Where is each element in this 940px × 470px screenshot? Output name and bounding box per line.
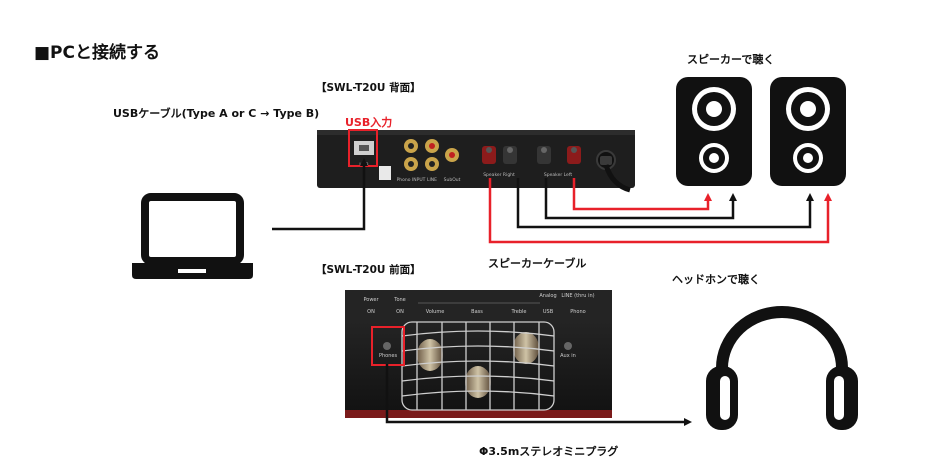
front-panel-device: Power ON Tone ON Volume Bass Treble Anal… xyxy=(345,290,612,418)
front-view-label: 【SWL-T20U 前面】 xyxy=(316,264,421,276)
front-treble-label: Treble xyxy=(511,309,527,315)
headphone-cable-line xyxy=(385,364,692,426)
speaker-terminals xyxy=(482,146,581,164)
usb-cable-label: USBケーブル(Type A or C → Type B) xyxy=(113,107,320,120)
front-bass-label: Bass xyxy=(471,309,483,315)
front-tone-label: Tone xyxy=(393,297,406,303)
rear-speaker-right-label: Speaker Right xyxy=(483,172,515,178)
tube-cage xyxy=(401,321,555,411)
rear-view-label: 【SWL-T20U 背面】 xyxy=(316,82,421,94)
speaker-left-icon xyxy=(676,77,752,186)
speaker-cable-lines xyxy=(488,178,832,244)
front-analog-label: Analog xyxy=(539,293,556,299)
rear-phono-port-label: Phono INPUT xyxy=(397,177,426,183)
front-tone-state: ON xyxy=(396,309,404,315)
laptop-icon xyxy=(132,193,253,279)
front-power-state: ON xyxy=(367,309,375,315)
headphone-listen-label: ヘッドホンで聴く xyxy=(672,273,760,286)
front-aux-label: Aux in xyxy=(560,353,576,359)
usb-input-label: USB入力 xyxy=(345,116,393,129)
speaker-cable-label: スピーカーケーブル xyxy=(488,257,587,270)
headphones-icon xyxy=(706,306,858,430)
rear-speaker-left-label: Speaker Left xyxy=(544,172,572,178)
usb-cable-line xyxy=(272,158,368,231)
front-usb-label: USB xyxy=(543,309,554,315)
page-title: ■PCと接続する xyxy=(34,43,160,63)
rca-jacks xyxy=(404,139,459,171)
mini-plug-label: Φ3.5mステレオミニプラグ xyxy=(479,445,619,458)
front-volume-label: Volume xyxy=(426,309,445,315)
front-phono-label: Phono xyxy=(570,309,585,315)
rear-sub-port-label: SubOut xyxy=(444,177,461,183)
speaker-listen-label: スピーカーで聴く xyxy=(687,53,775,66)
rear-panel-device: USB Phono INPUT LINE SubOut Speaker Righ… xyxy=(317,130,635,188)
front-line-label: LINE (thru in) xyxy=(561,293,594,299)
front-power-label: Power xyxy=(363,297,379,303)
front-phones-label: Phones xyxy=(379,353,397,359)
rear-line-port-label: LINE xyxy=(427,177,437,183)
speaker-right-icon xyxy=(770,77,846,186)
